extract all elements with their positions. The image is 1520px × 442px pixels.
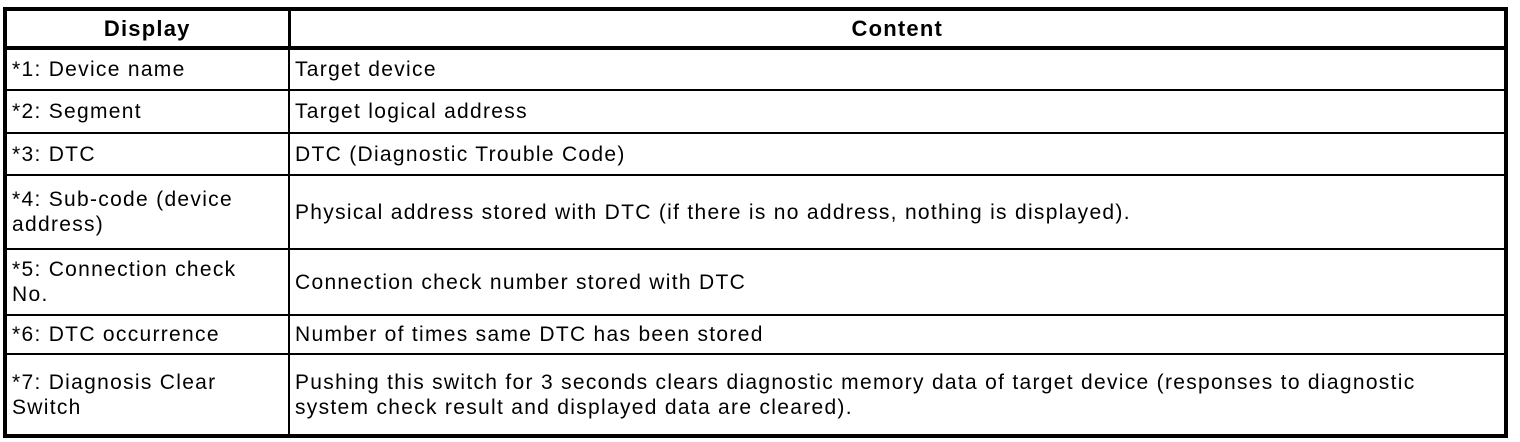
table-row: *2: Segment Target logical address — [4, 89, 1507, 134]
content-text: Target device — [295, 58, 437, 81]
display-column-header: Display — [3, 7, 291, 50]
content-text: Connection check number stored with DTC — [295, 270, 747, 294]
display-cell: *6: DTC occurrence — [4, 314, 290, 355]
display-cell: *7: Diagnosis Clear Switch — [4, 353, 290, 438]
table-row: *7: Diagnosis Clear Switch Pushing this … — [4, 353, 1507, 438]
content-cell: DTC (Diagnostic Trouble Code) — [288, 132, 1507, 176]
display-cell: *1: Device name — [4, 47, 290, 91]
content-text: Physical address stored with DTC (if the… — [295, 200, 1131, 224]
content-text: Pushing this switch for 3 seconds clears… — [295, 370, 1416, 419]
header-row: Display Content — [3, 7, 1508, 50]
table-row: *4: Sub-code (device address) Physical a… — [4, 174, 1507, 250]
table-header: Display Content — [3, 7, 1508, 50]
content-cell: Target device — [288, 47, 1507, 91]
display-cell: *5: Connection check No. — [4, 248, 290, 316]
table-row: *5: Connection check No. Connection chec… — [4, 248, 1507, 316]
content-text: Number of times same DTC has been stored — [295, 323, 764, 346]
table-row: *6: DTC occurrence Number of times same … — [4, 314, 1507, 355]
content-cell: Target logical address — [288, 89, 1507, 134]
content-cell: Pushing this switch for 3 seconds clears… — [288, 353, 1507, 438]
table-row: *1: Device name Target device — [4, 47, 1507, 91]
display-cell: *2: Segment — [4, 89, 290, 134]
content-cell: Physical address stored with DTC (if the… — [288, 174, 1507, 250]
content-text: Target logical address — [295, 100, 528, 123]
display-cell: *3: DTC — [4, 132, 290, 176]
display-cell: *4: Sub-code (device address) — [4, 174, 290, 250]
table-row: *3: DTC DTC (Diagnostic Trouble Code) — [4, 132, 1507, 176]
content-cell: Connection check number stored with DTC — [288, 248, 1507, 316]
diagnostic-display-reference-table: Display Content *1: Device name Target d… — [3, 7, 1508, 438]
content-cell: Number of times same DTC has been stored — [288, 314, 1507, 355]
content-text: DTC (Diagnostic Trouble Code) — [295, 142, 626, 166]
table-body: *1: Device name Target device *2: Segmen… — [4, 47, 1507, 438]
content-column-header: Content — [288, 7, 1508, 50]
